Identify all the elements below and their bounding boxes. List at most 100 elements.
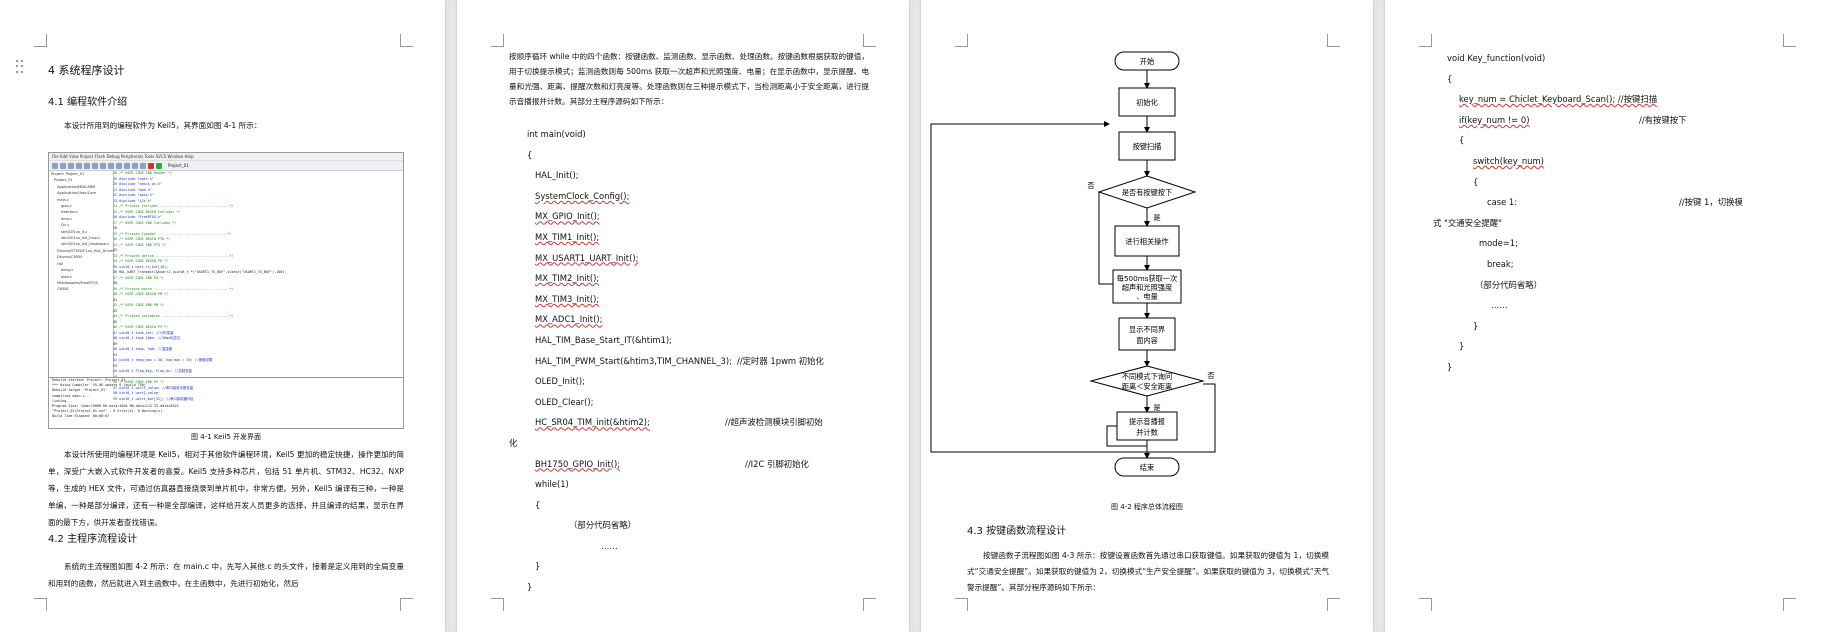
flow-no-label: 否 <box>1087 181 1094 190</box>
code-line: { <box>1433 173 1793 194</box>
code-text: while(1) <box>535 479 569 490</box>
ide-tree-item[interactable]: main.c <box>57 197 70 202</box>
flow-scan <box>1118 131 1176 161</box>
ide-tree-item[interactable]: Drivers/STM32F1xx_HAL_Driver <box>57 248 114 253</box>
figure-caption-4-2: 图 4-2 程序总体流程图 <box>1111 503 1183 511</box>
ide-code-line: 48 uint8_t time_10ms; //10ms标志位 <box>113 336 181 340</box>
page-4: void Key_function(void){key_num = Chicle… <box>1385 0 1829 632</box>
code-comment: //超声波检测模块引脚初始 <box>725 417 823 428</box>
ide-build-line: linking... <box>52 398 73 403</box>
code-line: OLED_Clear(); <box>509 392 869 413</box>
code-text: } <box>1447 361 1453 372</box>
ide-code-line: 26 #include "FreeRTOS.h" <box>113 215 162 219</box>
code-line: } <box>509 556 869 577</box>
move-handle-icon[interactable] <box>16 60 26 74</box>
key-function-code-listing: void Key_function(void){key_num = Chicle… <box>1433 49 1793 379</box>
ide-code-line: 31 /* USER CODE END PTD */ <box>113 242 167 247</box>
ide-tree-item[interactable]: Drivers/CMSIS <box>57 255 83 260</box>
code-line: 式 "交通安全提醒" <box>1433 214 1793 235</box>
crop-mark <box>1783 598 1796 611</box>
code-line: （部分代码省略） <box>509 515 869 536</box>
ide-tree-item[interactable]: oled.c <box>61 274 72 279</box>
code-text: （部分代码省略） <box>569 520 636 531</box>
ide-tree-item[interactable]: stm32f1xx_it.c <box>61 229 88 234</box>
code-line: switch(key_num) <box>1433 152 1793 173</box>
ide-tree-item[interactable]: Application/MDK-ARM <box>57 184 96 189</box>
code-line: mode=1; <box>1433 234 1793 255</box>
crop-mark <box>34 598 47 611</box>
ide-tree-item[interactable]: delay.c <box>61 268 74 273</box>
flow-display-label: 显示不同界 <box>1129 325 1165 334</box>
code-line: key_num = Chiclet_Keyboard_Scan(); //按键扫… <box>1433 90 1793 111</box>
program-flowchart: 开始 初始化 按键扫描 是否有按键按下 进行相关操作 每500ms获取一次 超声… <box>930 51 1216 477</box>
ide-tree-item[interactable]: stm32f1xx_hal_msp.c <box>61 236 101 241</box>
ide-code-line: 41 <box>113 297 118 302</box>
ide-tree-item[interactable]: Project_01 <box>54 178 73 183</box>
ide-tree-item[interactable]: Hal <box>57 261 63 266</box>
ide-tree-item[interactable]: Middlewares/FreeRTOS <box>57 280 98 285</box>
code-text: { <box>1447 73 1453 84</box>
code-line: …… <box>509 536 869 557</box>
code-text: （部分代码省略） <box>1475 279 1542 290</box>
code-line: { <box>1433 131 1793 152</box>
code-line: MX_ADC1_Init(); <box>509 309 869 330</box>
ide-tree-item[interactable]: Project: Project_01 <box>51 172 85 176</box>
code-text: OLED_Clear(); <box>535 396 594 407</box>
flow-measure-label: 每500ms获取一次 <box>1117 274 1177 283</box>
code-line: while(1) <box>509 474 869 495</box>
code-line: HC_SR04_TIM_init(&htim2); //超声波检测模块引脚初始 <box>509 412 869 433</box>
flow-yes-label: 是 <box>1153 403 1160 412</box>
code-text: 式 "交通安全提醒" <box>1433 217 1502 228</box>
section-heading-4-1: 4.1 编程软件介绍 <box>48 97 128 108</box>
code-line: SystemClock_Config(); <box>509 186 869 207</box>
ide-code-line: 56 /* USER CODE END PV */ <box>113 380 165 384</box>
code-text: HC_SR04_TIM_init(&htim2); <box>535 417 650 428</box>
page-3: 开始 初始化 按键扫描 是否有按键按下 进行相关操作 每500ms获取一次 超声… <box>921 0 1373 632</box>
ide-code-line: 29 /* Private typedef ------------------… <box>113 231 232 236</box>
crop-mark <box>955 598 968 611</box>
crop-mark <box>1419 598 1432 611</box>
paragraph: 按顺序循环 while 中的四个函数：按键函数、监测函数、显示函数、处理函数。按… <box>509 52 869 106</box>
code-line: HAL_TIM_Base_Start_IT(&htim1); <box>509 330 869 351</box>
ide-code-line: 42 /* USER CODE END PM */ <box>113 303 165 307</box>
ide-code-line: 21 #include "dma.h" <box>113 187 152 192</box>
code-line: } <box>1433 317 1793 338</box>
ide-tree-item[interactable]: freertos.c <box>61 210 79 215</box>
crop-mark <box>955 34 968 47</box>
ide-tree-item[interactable]: stm32f1xx_hal_timebase.c <box>61 242 110 247</box>
ide-tree-item[interactable]: dma.c <box>61 216 73 221</box>
ide-code-line: 37 /* USER CODE END PD */ <box>113 275 165 280</box>
ide-code-line: 50 uint8_t temp, hum; //温湿度 <box>113 347 173 351</box>
code-line: MX_TIM2_Init(); <box>509 268 869 289</box>
figure-caption-4-1: 图 4-1 Keil5 开发界面 <box>191 433 261 441</box>
ide-code-line: 58 uint8_t uart2_value; <box>113 391 160 395</box>
code-line: （部分代码省略） <box>1433 276 1793 297</box>
paragraph: 本设计所用到的编程软件为 Keil5，其界面如图 4-1 所示： <box>64 121 262 130</box>
ide-tree-item[interactable]: Application/User/Core <box>57 191 97 196</box>
flow-end-label: 结束 <box>1140 463 1154 472</box>
code-text: { <box>535 499 541 510</box>
code-comment: //有按键按下 <box>1639 114 1687 125</box>
ide-code-line: 47 uint8_t time_cnt; //计时变量 <box>113 330 174 335</box>
flow-display-label: 面内容 <box>1136 336 1158 345</box>
ide-tree-item[interactable]: gpio.c <box>61 204 72 209</box>
code-text: switch(key_num) <box>1473 155 1544 166</box>
ide-tree-item[interactable]: i2c.c <box>61 223 70 228</box>
ide-code-line: 25 /* USER CODE BEGIN Includes */ <box>113 209 181 214</box>
flow-alarm <box>1116 411 1178 441</box>
ide-toolbar: Project_01 <box>49 161 403 171</box>
ide-code-line: 39 /* Private macro --------------------… <box>113 286 234 291</box>
ide-tree-item[interactable]: CMSIS <box>57 287 69 292</box>
crop-mark <box>491 598 504 611</box>
ide-code-line: 45 <box>113 319 118 324</box>
crop-mark <box>491 34 504 47</box>
crop-mark <box>1783 34 1796 47</box>
ide-code-line: 53 <box>113 363 118 368</box>
ide-code-line: 28 <box>113 226 118 230</box>
ide-code-line: 23 #include "i2c.h" <box>113 198 152 203</box>
code-text: HAL_TIM_PWM_Start(&htim3,TIM_CHANNEL_3); <box>535 355 732 366</box>
crop-mark <box>863 598 876 611</box>
chapter-heading: 4 系统程序设计 <box>48 64 125 77</box>
ide-build-line: "Project_01\Project_01.axf" - 0 Error(s)… <box>52 409 165 414</box>
